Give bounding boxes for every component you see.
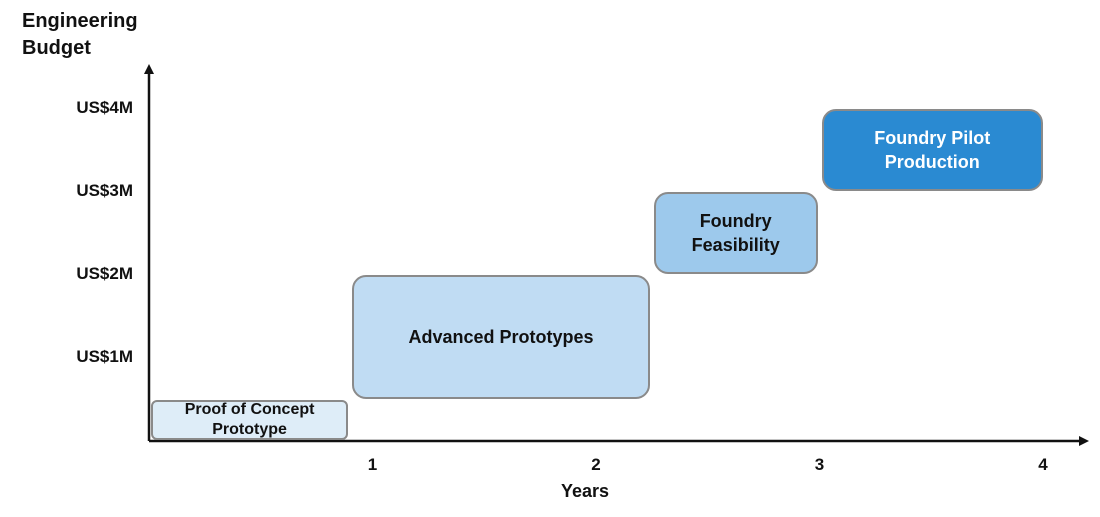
phase-box-proof-of-concept: Proof of Concept Prototype xyxy=(151,399,349,440)
x-tick-label: 4 xyxy=(1038,455,1048,474)
phase-box-foundry-feasibility: Foundry Feasibility xyxy=(653,192,818,274)
phase-box-advanced-prototypes: Advanced Prototypes xyxy=(352,275,650,399)
x-tick-label: 1 xyxy=(367,455,378,474)
x-axis-title: Years xyxy=(560,481,610,501)
y-tick-label: US$3M xyxy=(76,181,133,200)
x-tick-label: 2 xyxy=(591,455,601,474)
phase-box-foundry-pilot-production: Foundry Pilot Production xyxy=(821,109,1043,191)
y-tick-label: US$4M xyxy=(76,98,133,117)
y-tick-label: US$2M xyxy=(76,264,133,283)
y-axis-title: Engineering Budget xyxy=(22,10,138,59)
x-tick-label: 3 xyxy=(814,455,825,474)
y-tick-label: US$1M xyxy=(76,347,133,366)
